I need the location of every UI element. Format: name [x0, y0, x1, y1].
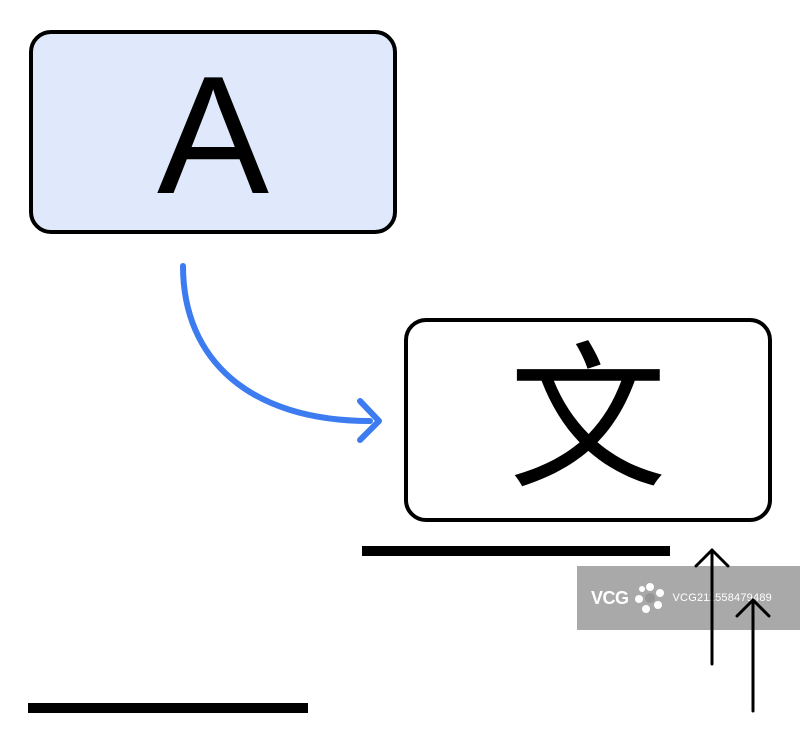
source-letter: A: [156, 41, 270, 229]
target-language-box: 文: [404, 318, 772, 522]
translate-arrow-head: [357, 398, 382, 443]
watermark: VCG VCG211558479489: [577, 566, 800, 630]
target-character: 文: [509, 328, 667, 512]
upper-underline-bar: [362, 546, 670, 556]
watermark-id: VCG211558479489: [672, 592, 772, 604]
lower-underline-bar: [28, 703, 308, 713]
translate-arrow-curve: [180, 263, 373, 424]
watermark-logo: VCG: [591, 587, 629, 608]
source-language-box: A: [29, 30, 397, 234]
watermark-flower-icon: [634, 583, 664, 613]
